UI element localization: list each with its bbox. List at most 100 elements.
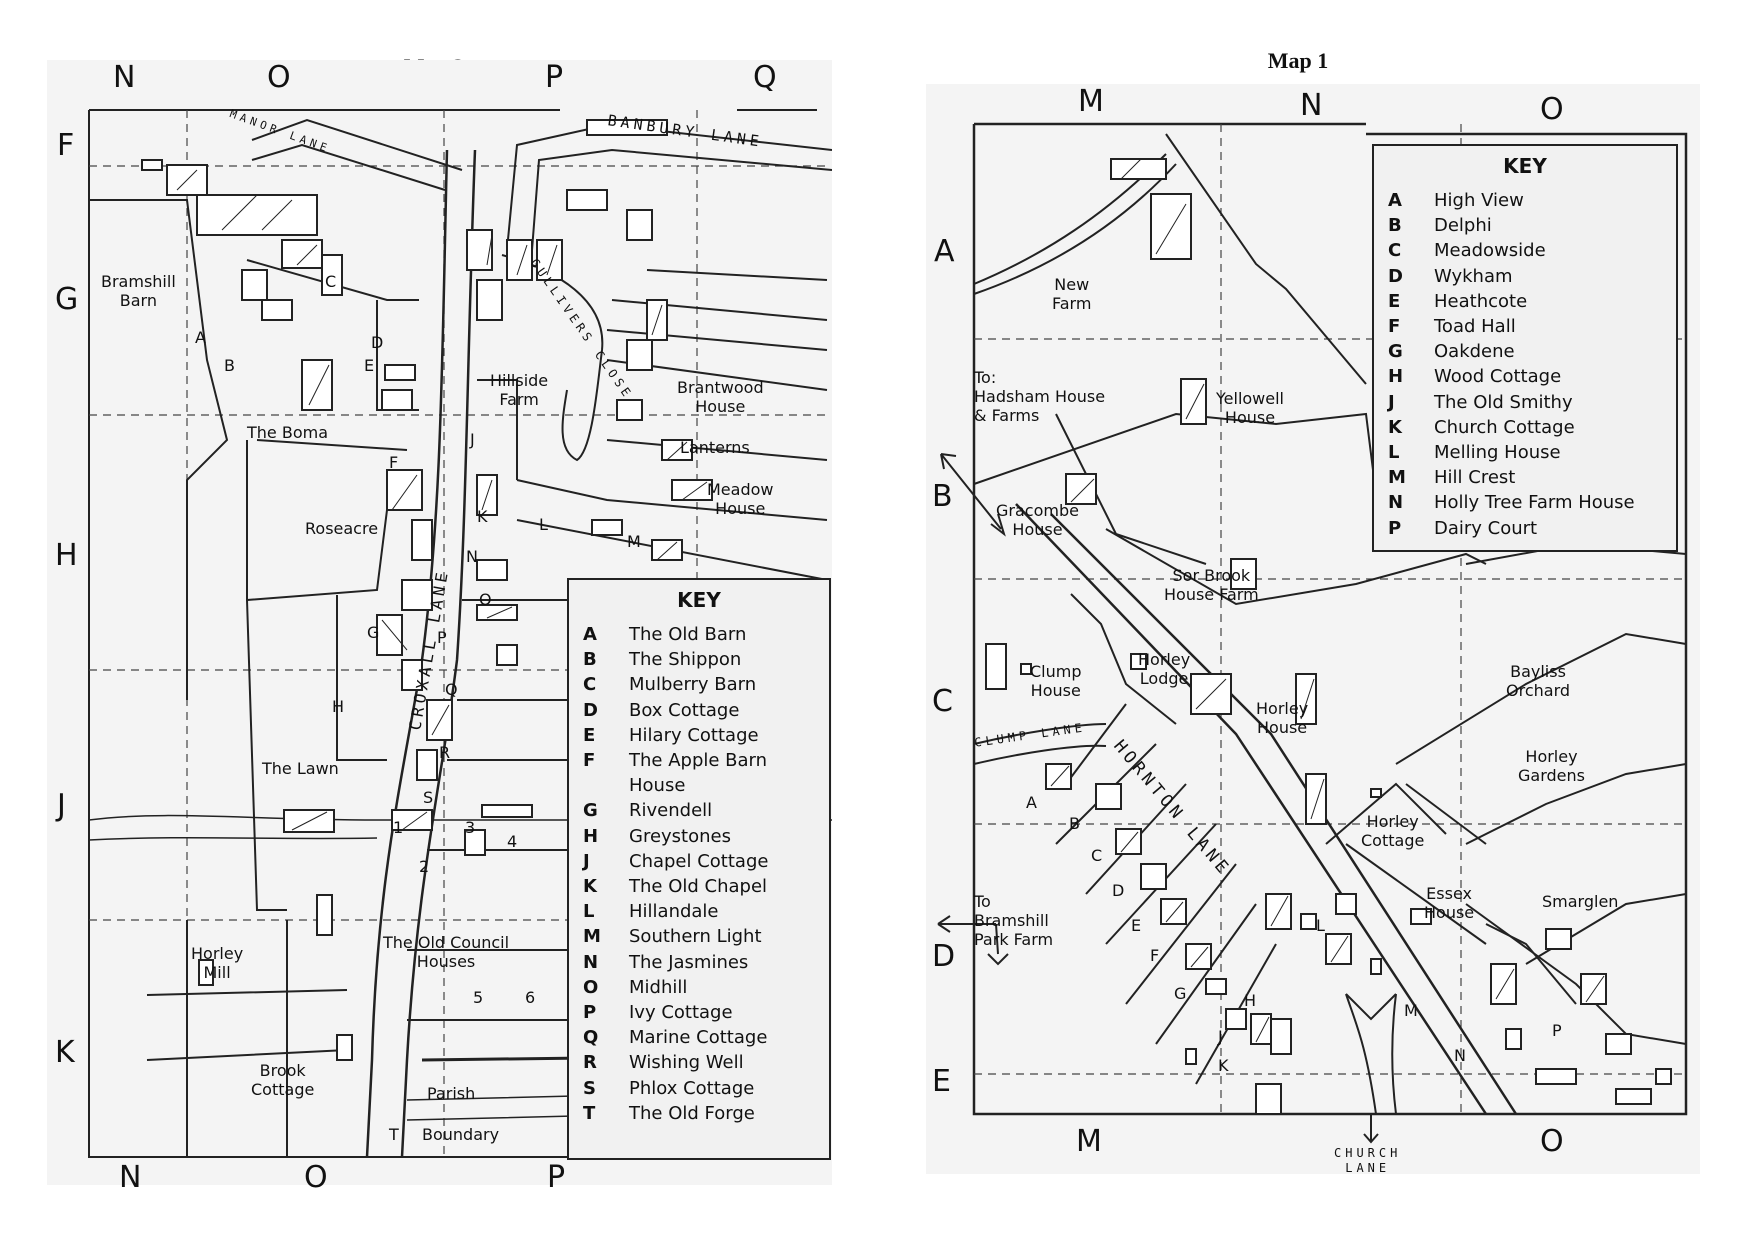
place-label: The Boma [247,423,328,442]
key-place-name: Hilary Cottage [629,724,759,746]
key-place-name: The Old Barn [629,624,747,645]
key-entry: L Melling House [1374,440,1676,465]
key-code: M [583,926,601,948]
house-mark: E [1131,916,1142,935]
house-mark: M [1404,1001,1418,1020]
map1-col-label: O [1540,92,1564,127]
place-label: Brantwood House [677,378,764,416]
key-code: G [583,800,598,822]
map1-row-label: D [932,939,956,974]
house-mark: K [1218,1056,1229,1075]
key-place-name: Ivy Cottage [629,1002,733,1024]
house-mark: C [325,272,337,291]
house-mark: L [1316,916,1325,935]
key-code: A [583,624,597,645]
house-mark: A [1026,793,1037,812]
house-mark: J [1218,1027,1223,1046]
house-mark: N [466,547,478,566]
house-mark: Q [445,680,458,699]
house-mark: B [224,356,235,375]
place-label: Smarglen [1542,892,1619,911]
map1-row-label: B [932,479,953,514]
key-code: B [583,649,597,671]
key-place-name: Wood Cottage [1434,366,1562,388]
map3-row-label: H [55,538,78,573]
key-code: B [1388,215,1402,237]
place-label: Bramshill Barn [101,272,176,310]
key-place-name: Melling House [1434,442,1561,464]
key-place-name: Hillandale [629,901,719,923]
key-code: L [1388,442,1400,464]
map1-row-label: C [932,684,953,719]
key-code: F [583,750,596,772]
map3-col-label: P [545,60,564,95]
key-place-name: Heathcote [1434,290,1528,312]
place-label: Essex House [1424,884,1475,922]
key-place-name: The Shippon [629,649,742,671]
key-code: O [583,976,599,998]
map1-col-label: N [1300,88,1323,123]
map1-col-label: M [1076,1124,1102,1159]
key-place-name: The Old Chapel [629,876,768,898]
place-label: Horley Gardens [1518,747,1585,785]
key-code: C [1388,240,1402,262]
key-code: G [1388,341,1403,363]
key-place-name: Delphi [1434,215,1492,237]
house-mark: G [367,623,380,642]
key-entry: K The Old Chapel [569,874,829,899]
key-place-name: Marine Cottage [629,1027,768,1049]
house-mark: F [1150,946,1160,965]
key-place-name: Hill Crest [1434,467,1516,489]
key-code: H [583,825,599,847]
place-label: New Farm [1052,275,1092,313]
key-code: A [1388,190,1402,211]
key-code: C [583,674,597,696]
key-code: K [1388,416,1402,438]
key-place-name: Greystones [629,825,731,847]
key-place-name: Toad Hall [1434,316,1516,338]
house-mark: L [539,515,548,534]
place-label: Bayliss Orchard [1506,662,1571,700]
house-mark: G [1174,984,1187,1003]
map1-row-label: A [934,234,955,269]
key-code: K [583,876,597,898]
house-mark: E [364,356,375,375]
map3-key-title: KEY [677,588,721,612]
house-mark: P [1552,1021,1562,1040]
place-label: To: Hadsham House & Farms [974,368,1106,425]
key-place-name: The Jasmines [629,951,749,973]
key-code: Q [583,1027,599,1049]
place-label: To Bramshill Park Farm [974,892,1054,949]
map3-col-label: Q [753,60,777,95]
place-label: Gracombe House [996,501,1079,539]
map3-col-label: O [304,1160,328,1195]
place-label: Horley Mill [191,944,244,982]
key-place-name: Holly Tree Farm House [1434,492,1635,514]
key-code: M [1388,467,1406,489]
map1-row-label: E [932,1064,951,1099]
map3-col-label: O [267,60,291,95]
map1-sheet: M N O M O A B C D E New Farm To: Hadsham… [926,84,1700,1175]
place-label: Roseacre [305,519,379,538]
place-label: Lanterns [680,438,750,457]
house-mark: T [389,1125,399,1144]
house-mark: 1 [393,818,404,837]
key-code: R [583,1052,597,1074]
